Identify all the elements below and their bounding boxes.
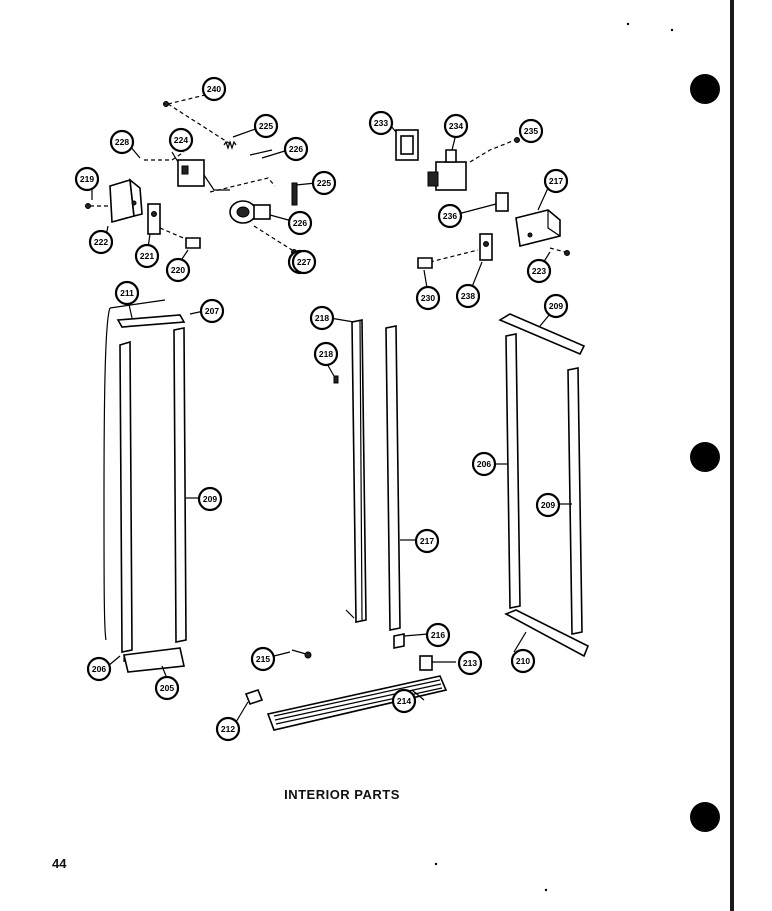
svg-text:209: 209 — [541, 500, 555, 510]
callout-207: 207 — [199, 298, 225, 324]
callout-225b: 225 — [311, 170, 337, 196]
top-right-assembly — [395, 129, 570, 269]
svg-text:222: 222 — [94, 237, 108, 247]
svg-text:225: 225 — [317, 178, 331, 188]
center-mullion — [244, 319, 448, 731]
svg-text:205: 205 — [160, 683, 174, 693]
callout-212: 212 — [215, 716, 241, 742]
svg-text:238: 238 — [461, 291, 475, 301]
callout-219: 219 — [74, 166, 100, 192]
callout-206a: 206 — [86, 656, 112, 682]
svg-text:226: 226 — [293, 218, 307, 228]
svg-text:218: 218 — [315, 313, 329, 323]
callout-205: 205 — [154, 675, 180, 701]
callout-222: 222 — [88, 229, 114, 255]
callout-234: 234 — [443, 113, 469, 139]
svg-text:217: 217 — [549, 176, 563, 186]
callout-206b: 206 — [471, 451, 497, 477]
callout-238: 238 — [455, 283, 481, 309]
page-edge — [730, 0, 734, 911]
callout-217b: 217 — [414, 528, 440, 554]
svg-text:213: 213 — [463, 658, 477, 668]
svg-text:235: 235 — [524, 126, 538, 136]
svg-text:217: 217 — [420, 536, 434, 546]
callout-233: 233 — [368, 110, 394, 136]
svg-text:227: 227 — [297, 257, 311, 267]
callout-215: 215 — [250, 646, 276, 672]
svg-text:233: 233 — [374, 118, 388, 128]
callout-211: 211 — [114, 280, 140, 306]
svg-text:230: 230 — [421, 293, 435, 303]
top-left-assembly — [85, 94, 298, 255]
callout-224: 224 — [168, 127, 194, 153]
callout-236: 236 — [437, 203, 463, 229]
page-number: 44 — [52, 856, 67, 871]
callout-209b: 209 — [535, 492, 561, 518]
svg-text:234: 234 — [449, 121, 463, 131]
svg-text:218: 218 — [319, 349, 333, 359]
callout-210: 210 — [510, 648, 536, 674]
binder-hole-bottom — [690, 802, 720, 832]
svg-text:236: 236 — [443, 211, 457, 221]
callout-228: 228 — [109, 129, 135, 155]
svg-text:210: 210 — [516, 656, 530, 666]
callout-209c: 209 — [543, 293, 569, 319]
callout-217: 217 — [543, 168, 569, 194]
callout-213: 213 — [457, 650, 483, 676]
svg-text:206: 206 — [92, 664, 106, 674]
svg-text:214: 214 — [397, 696, 411, 706]
svg-text:212: 212 — [221, 724, 235, 734]
callout-218a: 218 — [309, 305, 335, 331]
callout-227b: 227 — [291, 249, 317, 275]
callout-235: 235 — [518, 118, 544, 144]
svg-text:219: 219 — [80, 174, 94, 184]
svg-text:221: 221 — [140, 251, 154, 261]
callout-226b: 226 — [287, 210, 313, 236]
svg-text:226: 226 — [289, 144, 303, 154]
right-liner-frame — [498, 313, 590, 658]
callout-209a: 209 — [197, 486, 223, 512]
diagram-caption: INTERIOR PARTS — [284, 787, 400, 802]
svg-text:220: 220 — [171, 265, 185, 275]
svg-text:240: 240 — [207, 84, 221, 94]
binder-hole-middle — [690, 442, 720, 472]
callout-220: 220 — [165, 257, 191, 283]
callout-226: 226 — [283, 136, 309, 162]
svg-text:223: 223 — [532, 266, 546, 276]
callout-223: 223 — [526, 258, 552, 284]
svg-text:228: 228 — [115, 137, 129, 147]
svg-text:224: 224 — [174, 135, 188, 145]
callout-221: 221 — [134, 243, 160, 269]
callout-240: 240 — [201, 76, 227, 102]
svg-text:206: 206 — [477, 459, 491, 469]
callout-218b: 218 — [313, 341, 339, 367]
callout-225: 225 — [253, 113, 279, 139]
svg-text:209: 209 — [549, 301, 563, 311]
svg-text:209: 209 — [203, 494, 217, 504]
svg-text:207: 207 — [205, 306, 219, 316]
callout-214: 214 — [391, 688, 417, 714]
left-liner-frame — [103, 299, 187, 673]
callout-216: 216 — [425, 622, 451, 648]
binder-hole-top — [690, 74, 720, 104]
svg-text:215: 215 — [256, 654, 270, 664]
svg-text:216: 216 — [431, 630, 445, 640]
svg-text:225: 225 — [259, 121, 273, 131]
callout-230: 230 — [415, 285, 441, 311]
svg-text:211: 211 — [120, 288, 134, 298]
